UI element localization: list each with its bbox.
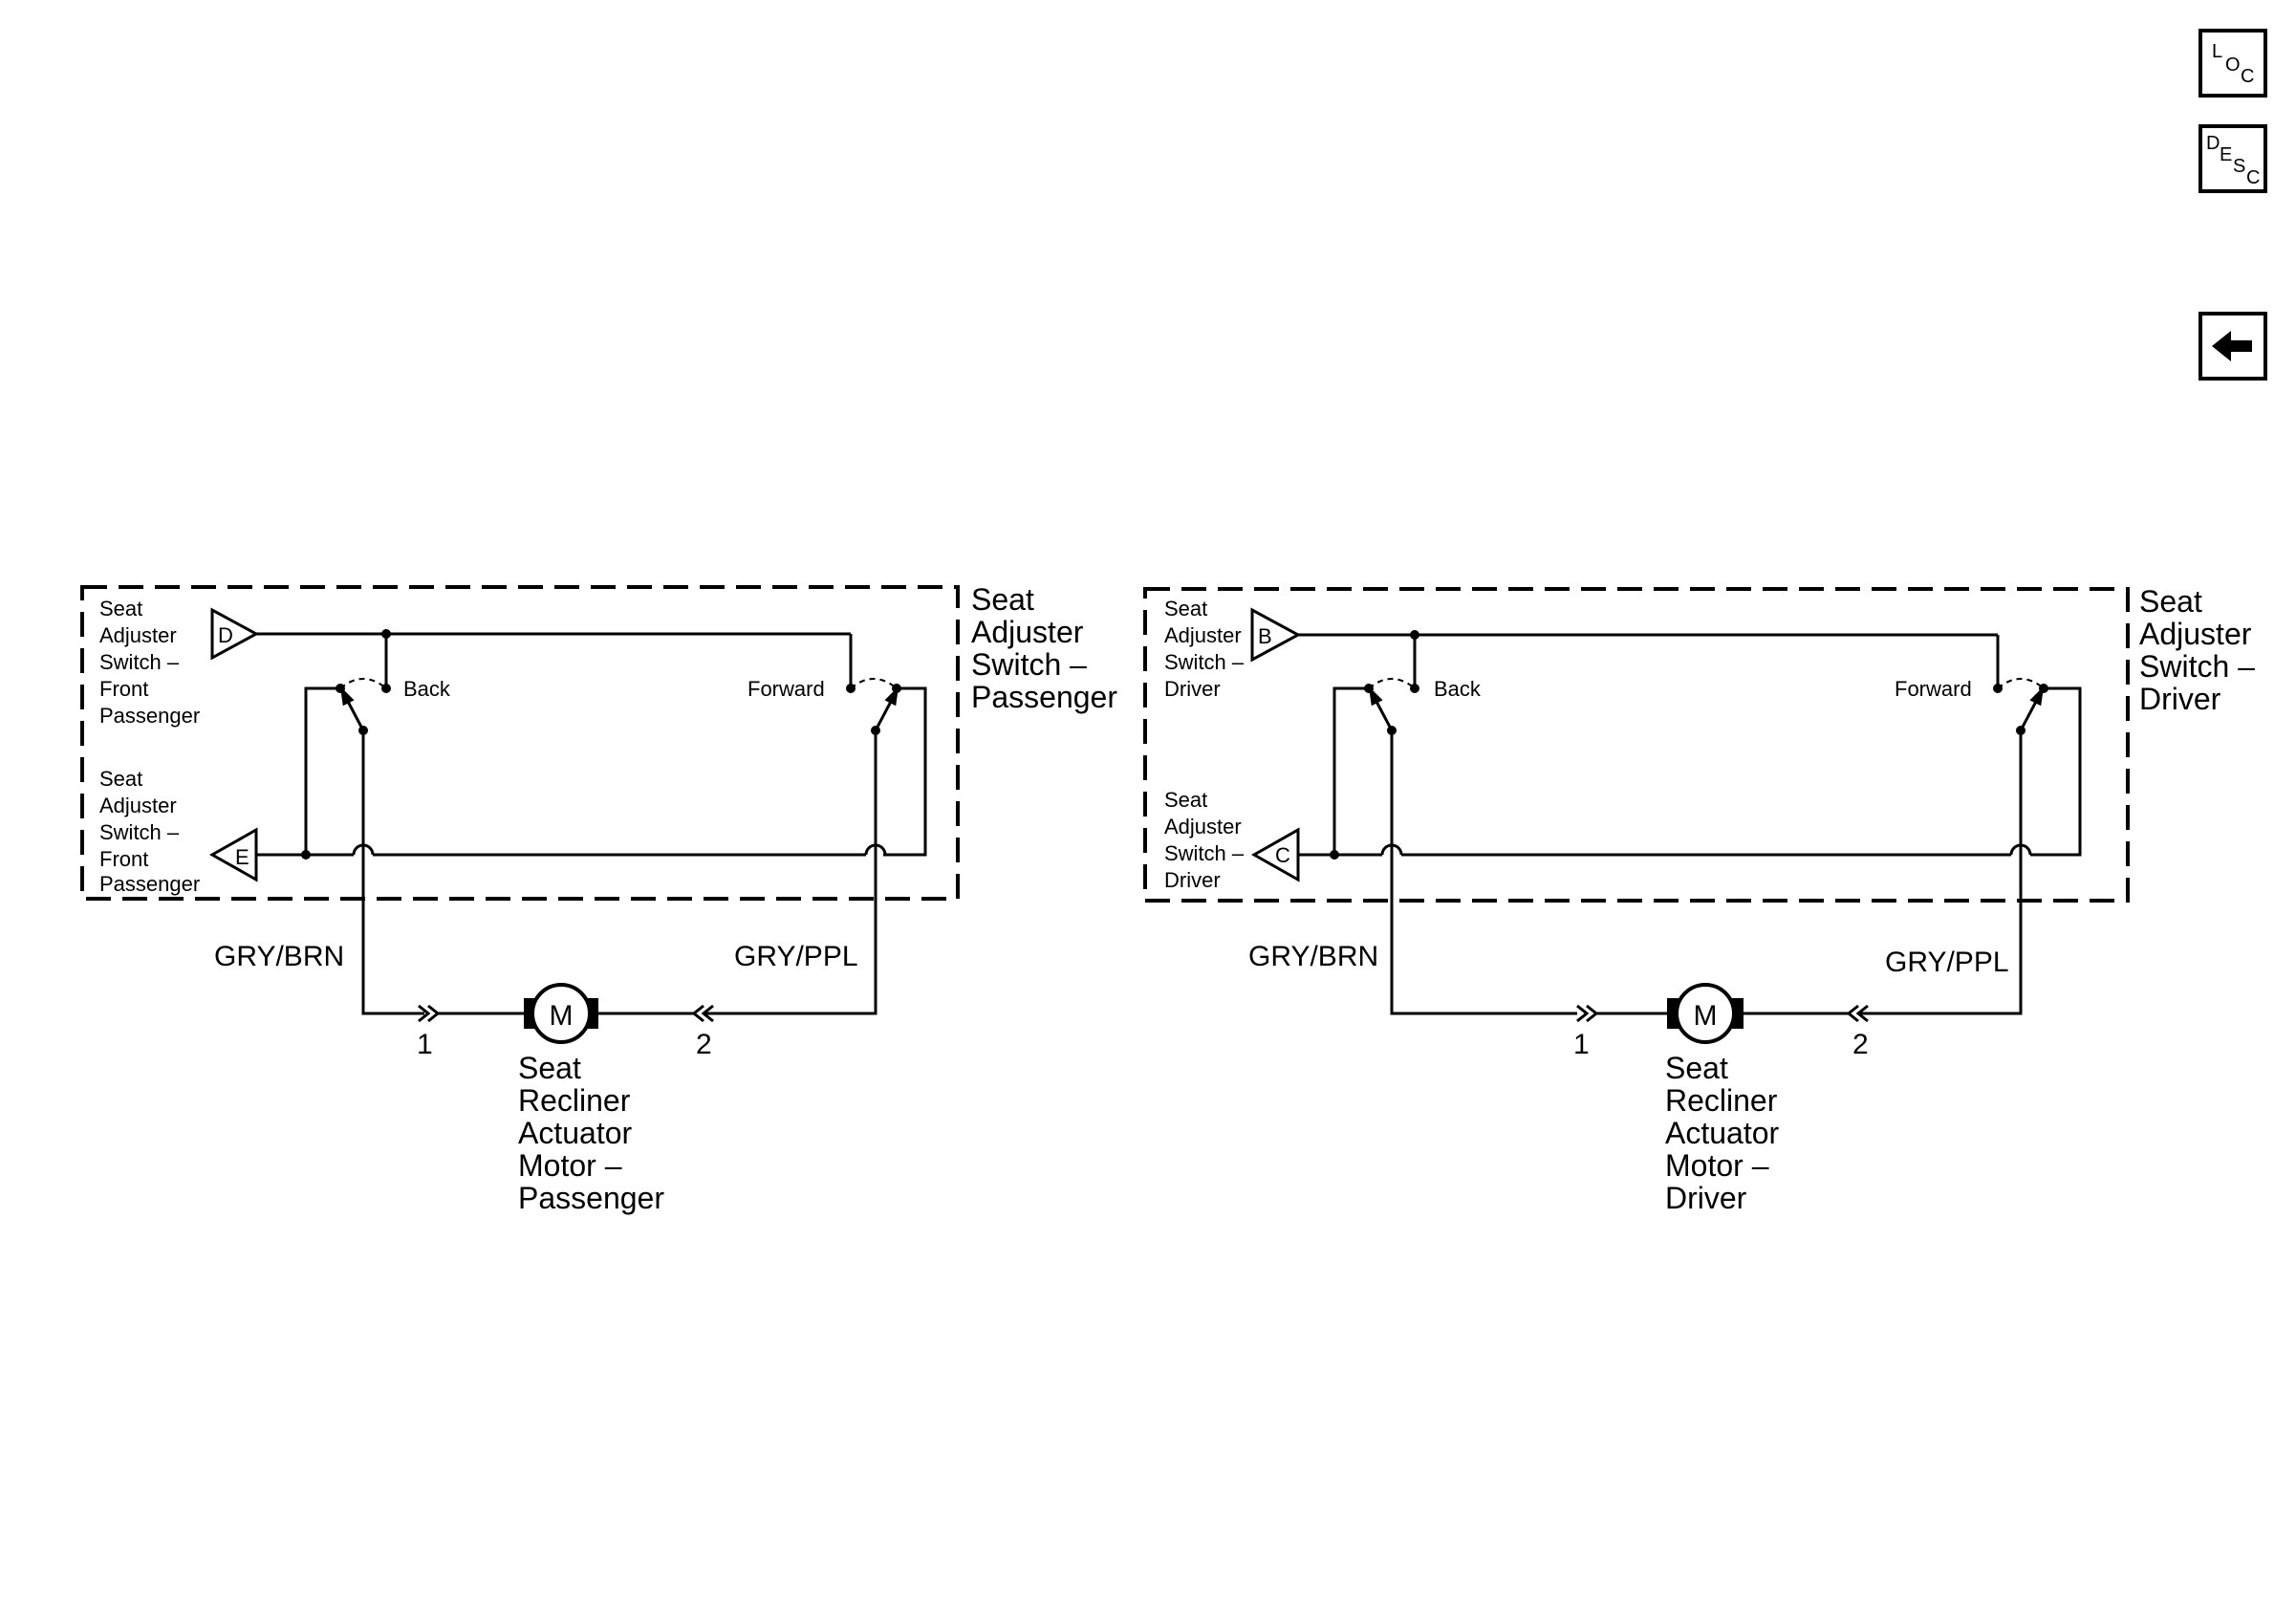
label-line: Actuator (1665, 1116, 1780, 1150)
label-line: Seat (1164, 788, 1207, 812)
desc-icon: D E S C (2206, 133, 2260, 188)
loc-char-l: L (2212, 41, 2222, 62)
passenger-motor-letter: M (550, 1000, 574, 1032)
label-line: Front (99, 847, 148, 871)
label-line: Driver (1164, 868, 1221, 892)
label-line: Switch – (99, 650, 180, 674)
passenger-circuit (80, 585, 960, 1044)
desc-char-s: S (2233, 156, 2245, 177)
driver-wire-left-color: GRY/BRN (1248, 941, 1378, 972)
label-line: Seat (971, 582, 1034, 617)
label-line: Seat (1665, 1051, 1728, 1085)
label-line: Actuator (518, 1116, 633, 1150)
label-line: Passenger (99, 704, 200, 728)
label-line: Driver (1665, 1181, 1747, 1215)
passenger-junction-dots (301, 629, 901, 860)
driver-junction-dots (1330, 630, 2048, 860)
connector-e-letter: E (235, 845, 249, 869)
loc-char-c: C (2241, 66, 2254, 87)
driver-circuit (1143, 587, 2130, 1044)
passenger-wire-left-color: GRY/BRN (214, 941, 344, 972)
passenger-forward-label: Forward (747, 677, 825, 701)
driver-enclosure-label: Seat Adjuster Switch – Driver (2139, 584, 2255, 716)
label-line: Adjuster (1164, 623, 1242, 647)
label-line: Seat (518, 1051, 581, 1085)
connector-b-symbol (1250, 607, 1302, 663)
label-line: Switch – (2139, 649, 2255, 684)
label-line: Passenger (99, 872, 200, 896)
label-line: Seat (99, 597, 142, 620)
driver-switch-enclosure (1143, 587, 2130, 903)
driver-motor-label: Seat Recliner Actuator Motor – Driver (1665, 1051, 1780, 1215)
desc-char-c: C (2246, 167, 2260, 188)
driver-pin-1: 1 (1573, 1029, 1590, 1060)
passenger-switch-enclosure (80, 585, 960, 901)
driver-motor-symbol (1675, 983, 1736, 1044)
connector-d-symbol (210, 607, 260, 661)
label-line: Seat (1164, 597, 1207, 620)
passenger-pin-1: 1 (417, 1029, 433, 1060)
label-line: Switch – (1164, 650, 1245, 674)
passenger-motor-symbol (531, 983, 592, 1044)
label-line: Driver (1164, 677, 1221, 701)
label-line: Adjuster (99, 794, 177, 817)
loc-char-o: O (2225, 54, 2241, 76)
label-line: Switch – (971, 647, 1087, 682)
back-button[interactable] (2199, 312, 2267, 381)
label-line: Passenger (518, 1181, 664, 1215)
connector-b-letter: B (1258, 624, 1272, 648)
label-line: Seat (2139, 584, 2202, 619)
passenger-connector-e-label: Seat Adjuster Switch – Front Passenger (99, 767, 200, 896)
loc-icon: L O C (2212, 41, 2254, 87)
label-line: Recliner (1665, 1083, 1778, 1118)
label-line: Adjuster (1164, 815, 1242, 838)
label-line: Passenger (971, 680, 1117, 714)
desc-char-e: E (2220, 144, 2232, 165)
driver-wire-right-color: GRY/PPL (1885, 947, 2009, 978)
connector-c-symbol (1250, 827, 1300, 882)
label-line: Motor – (518, 1148, 622, 1183)
label-line: Motor – (1665, 1148, 1769, 1183)
connector-c-letter: C (1275, 843, 1290, 867)
driver-connector-c-label: Seat Adjuster Switch – Driver (1164, 788, 1245, 892)
passenger-pin-2: 2 (696, 1029, 712, 1060)
left-arrow-icon (2212, 331, 2252, 361)
driver-pin-2: 2 (1852, 1029, 1869, 1060)
connector-e-symbol (208, 827, 258, 882)
driver-motor-letter: M (1694, 1000, 1718, 1032)
label-line: Switch – (99, 820, 180, 844)
label-line: Adjuster (971, 615, 1084, 649)
label-line: Switch – (1164, 841, 1245, 865)
label-line: Recliner (518, 1083, 631, 1118)
passenger-enclosure-label: Seat Adjuster Switch – Passenger (971, 582, 1117, 714)
label-line: Seat (99, 767, 142, 791)
desc-button[interactable]: D E S C (2199, 124, 2267, 193)
label-line: Driver (2139, 682, 2221, 716)
driver-forward-label: Forward (1895, 677, 1972, 701)
driver-connector-b-label: Seat Adjuster Switch – Driver (1164, 597, 1245, 701)
passenger-motor-label: Seat Recliner Actuator Motor – Passenger (518, 1051, 664, 1215)
passenger-connector-d-label: Seat Adjuster Switch – Front Passenger (99, 597, 200, 728)
loc-button[interactable]: L O C (2199, 29, 2267, 98)
label-line: Adjuster (99, 623, 177, 647)
connector-d-letter: D (218, 623, 233, 647)
passenger-wire-right-color: GRY/PPL (734, 941, 858, 972)
label-line: Front (99, 677, 148, 701)
passenger-back-label: Back (403, 677, 451, 701)
label-line: Adjuster (2139, 617, 2252, 651)
driver-back-label: Back (1434, 677, 1482, 701)
desc-char-d: D (2206, 133, 2220, 154)
